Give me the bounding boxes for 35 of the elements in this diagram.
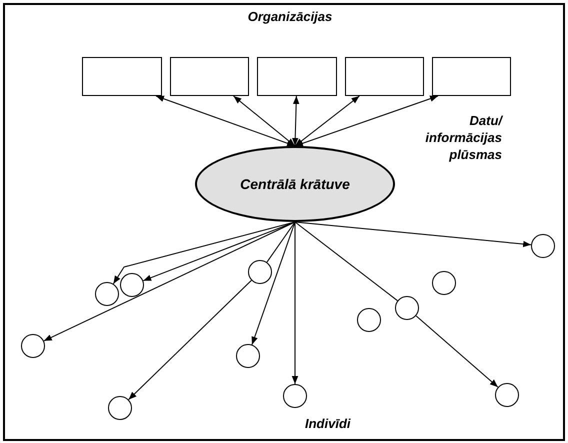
arrow bbox=[292, 222, 298, 384]
individual-circle bbox=[236, 344, 260, 368]
arrow bbox=[112, 222, 296, 284]
individual-circle bbox=[283, 384, 307, 408]
individual-circle bbox=[495, 383, 519, 407]
individual-circle bbox=[95, 282, 119, 306]
arrow bbox=[294, 96, 360, 146]
arrow bbox=[294, 222, 532, 248]
individual-circle bbox=[108, 396, 132, 420]
organization-box bbox=[170, 57, 249, 96]
individual-circle bbox=[248, 260, 272, 284]
connector-line bbox=[294, 222, 398, 302]
arrow bbox=[294, 96, 438, 146]
arrow bbox=[156, 96, 296, 146]
flow-note: Datu/ informācijas plūsmas bbox=[424, 112, 502, 163]
arrow bbox=[416, 315, 498, 388]
organization-box bbox=[432, 57, 511, 96]
individual-circle bbox=[531, 234, 555, 258]
arrow bbox=[252, 222, 296, 346]
node-label: Centrālā krātuve bbox=[240, 176, 350, 192]
connector-line bbox=[266, 222, 296, 263]
arrow bbox=[233, 96, 296, 146]
group-heading: Indivīdi bbox=[305, 416, 352, 431]
arrow bbox=[292, 96, 300, 146]
organization-box bbox=[345, 57, 424, 96]
group-heading: Organizācijas bbox=[246, 9, 334, 24]
organization-box bbox=[82, 57, 162, 96]
individual-circle bbox=[21, 334, 45, 358]
individual-circle bbox=[357, 308, 381, 332]
individual-circle bbox=[395, 296, 419, 320]
individual-circle bbox=[120, 273, 144, 297]
organization-box bbox=[257, 57, 337, 96]
individual-circle bbox=[432, 271, 456, 295]
arrow bbox=[43, 222, 296, 342]
arrow bbox=[128, 280, 252, 400]
